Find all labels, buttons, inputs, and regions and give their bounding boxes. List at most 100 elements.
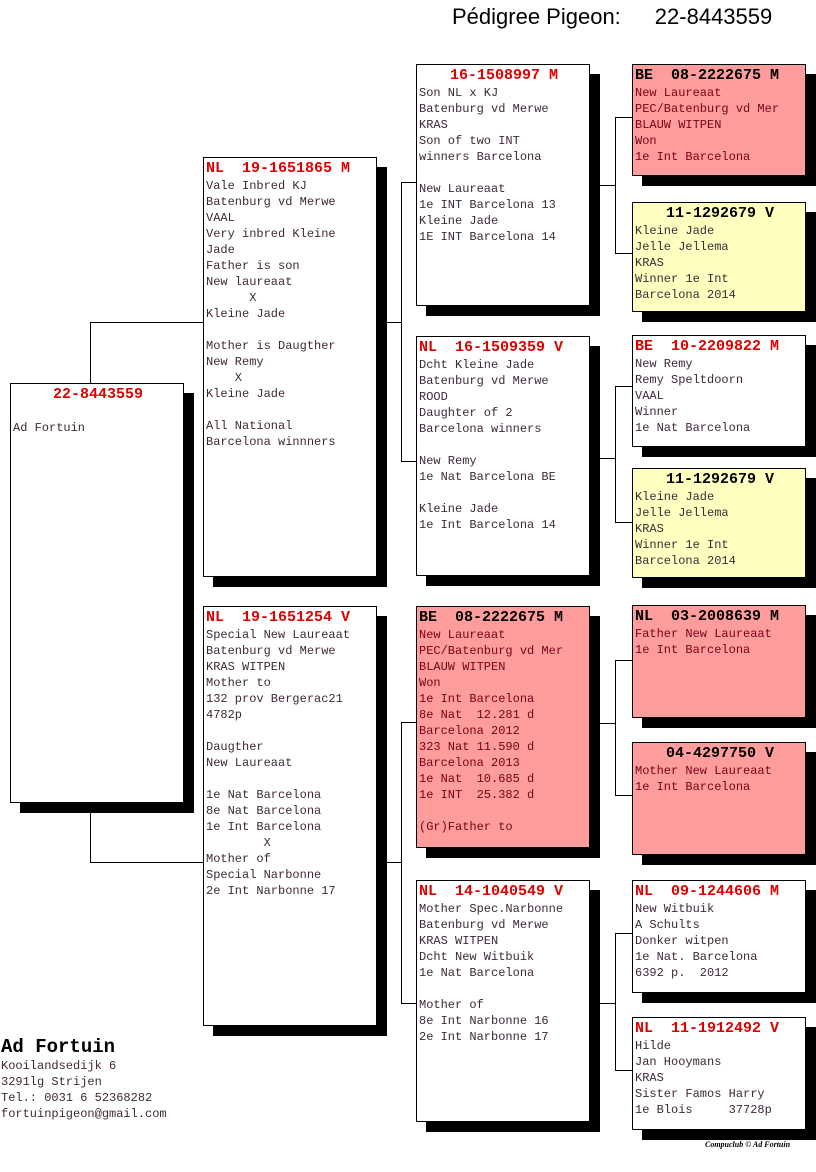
pigeon-info-line: New Laureaat (419, 628, 506, 642)
pigeon-info-line: Barcelona winners (419, 422, 542, 436)
owner-email[interactable]: fortuinpigeon@gmail.com (1, 1107, 167, 1121)
pigeon-ring-number: 22-8443559 (52, 386, 143, 403)
pigeon-info-line: Father New Laureaat (635, 627, 772, 641)
pigeon-info-line: 2e Int Narbonne 17 (419, 1030, 549, 1044)
pigeon-info-line: 1e Nat Barcelona (419, 966, 535, 980)
pigeon-info-line: 1e Nat Barcelona (206, 788, 322, 802)
pigeon-info-line (419, 437, 589, 453)
pigeon-info-line: Jan Hooymans (635, 1055, 722, 1069)
pigeon-info-line: 1e Int Barcelona (419, 692, 535, 706)
pigeon-info-line: Daughter of 2 (419, 406, 513, 420)
pigeon-info-line: Winner 1e Int (635, 272, 729, 286)
pigeon-info-line: Mother of (206, 852, 271, 866)
page-header: Pédigree Pigeon:22-8443559 (452, 4, 772, 30)
connector-ds (590, 660, 632, 796)
pigeon-card-dsd: 04-4297750 V Mother New Laureaat 1e Int Ba… (632, 742, 806, 855)
pigeon-info-line (206, 723, 376, 739)
pigeon-info-line: 323 Nat 11.590 d (419, 740, 535, 754)
pigeon-info-line: Barcelona winnners (206, 435, 336, 449)
pigeon-info-line: Mother to (206, 676, 271, 690)
pigeon-info-line: VAAL (635, 389, 664, 403)
pigeon-info-line: Kleine Jade (419, 502, 499, 516)
pigeon-info-line: New Remy (206, 355, 264, 369)
pigeon-info-line: Won (419, 676, 441, 690)
pigeon-info-line: New laureaat (206, 275, 293, 289)
connector-sd (590, 386, 632, 523)
pigeon-ring-number: NL 11-1912492 V (635, 1020, 780, 1037)
pigeon-info-line: 1E INT Barcelona 14 (419, 230, 556, 244)
pigeon-info-line: 6392 p. 2012 (635, 966, 729, 980)
pigeon-info-line: X (206, 371, 243, 385)
pigeon-info-line (419, 165, 589, 181)
connector-ss (590, 117, 632, 254)
pigeon-info-line: Batenburg vd Merwe (419, 374, 549, 388)
pigeon-info-line: X (206, 836, 271, 850)
pigeon-info-line: Hilde (635, 1039, 672, 1053)
pigeon-info-line: Mother is Daugther (206, 339, 336, 353)
pigeon-info-line: 1e Int Barcelona (206, 820, 322, 834)
pigeon-info-line: All National (206, 419, 293, 433)
pigeon-info-line: Vale Inbred KJ (206, 179, 307, 193)
pigeon-ring-number: NL 16-1509359 V (419, 339, 564, 356)
pigeon-info-line (206, 402, 376, 418)
pigeon-info-line: Winner (635, 405, 679, 419)
pigeon-info-line: PEC/Batenburg vd Mer (419, 644, 564, 658)
pigeon-info-line: winners Barcelona (419, 150, 542, 164)
pigeon-info-line: Sister Famos Harry (635, 1087, 765, 1101)
pigeon-info-line: Son NL x KJ (419, 86, 499, 100)
pigeon-ring-number: NL 19-1651865 M (206, 160, 351, 177)
pigeon-info-line: KRAS (419, 118, 448, 132)
header-ring-number: 22-8443559 (654, 4, 773, 29)
pigeon-info-line: New Laureaat (206, 756, 293, 770)
pigeon-info-line: 1e Int Barcelona 14 (419, 518, 556, 532)
pigeon-info-line: 1e Blois 37728p (635, 1103, 772, 1117)
pigeon-info-line (206, 771, 376, 787)
owner-postcode-city: 3291lg Strijen (1, 1075, 102, 1089)
pigeon-info-line: Barcelona 2012 (419, 724, 520, 738)
pigeon-info-line: Mother of (419, 998, 484, 1012)
pigeon-info-line: Donker witpen (635, 934, 729, 948)
pigeon-ring-number: BE 10-2209822 M (635, 338, 780, 355)
pigeon-info-line: Dcht New Witbuik (419, 950, 535, 964)
pigeon-info-line: 1e Nat Barcelona (635, 421, 751, 435)
pigeon-info-line: 132 prov Bergerac21 (206, 692, 343, 706)
pigeon-info-line: Son of two INT (419, 134, 520, 148)
pigeon-info-line: VAAL (206, 211, 235, 225)
pigeon-info-line: X (206, 291, 257, 305)
pigeon-info-line: 8e Int Narbonne 16 (419, 1014, 549, 1028)
pigeon-info-line: Won (635, 134, 657, 148)
pigeon-info-line: 1e Int Barcelona (635, 780, 751, 794)
pigeon-info-line: KRAS (635, 522, 664, 536)
pigeon-info-line: Barcelona 2013 (419, 756, 520, 770)
pigeon-ring-number: 11-1292679 V (665, 471, 775, 488)
pigeon-info-line: Winner 1e Int (635, 538, 729, 552)
pigeon-info-line: (Gr)Father to (419, 820, 513, 834)
pigeon-info-line: Special Narbonne (206, 868, 322, 882)
pigeon-ring-number: BE 08-2222675 M (419, 609, 564, 626)
connector-sire (377, 182, 416, 462)
pigeon-info-line: 1e Nat. Barcelona (635, 950, 758, 964)
pigeon-info-line: Batenburg vd Merwe (419, 918, 549, 932)
pigeon-info-line: Mother New Laureaat (635, 764, 772, 778)
connector-root (90, 322, 203, 863)
pigeon-info-line: 2e Int Narbonne 17 (206, 884, 336, 898)
pigeon-info-line: KRAS WITPEN (419, 934, 499, 948)
pigeon-info-line: New Witbuik (635, 902, 715, 916)
pigeon-ring-number: NL 03-2008639 M (635, 608, 780, 625)
pigeon-ring-number: 04-4297750 V (665, 745, 775, 762)
connector-dam (377, 722, 416, 1004)
pigeon-info-line (419, 981, 589, 997)
pigeon-info-line: 8e Nat 12.281 d (419, 708, 535, 722)
credit: Compuclub © Ad Fortuin (705, 1140, 791, 1149)
pigeon-info-line: A Schults (635, 918, 700, 932)
